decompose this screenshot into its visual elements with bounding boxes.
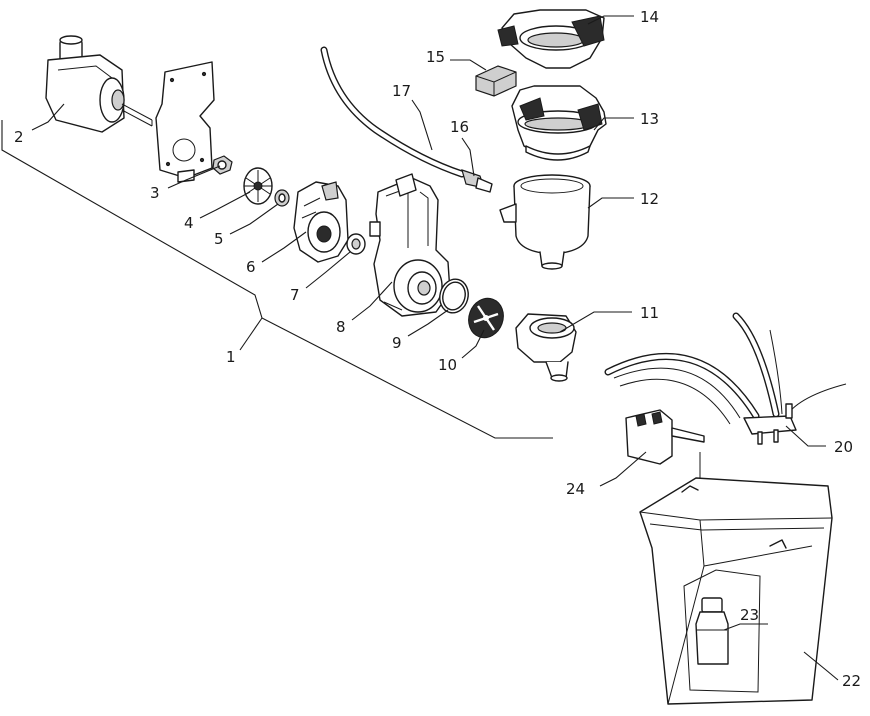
label-14: 14 [640,8,659,26]
part-12-funnel [499,174,591,270]
part-5-bushing [274,189,290,207]
label-16: 16 [450,118,469,136]
part-2-motor [45,35,153,133]
part-8-main-housing [369,173,451,317]
label-4: 4 [184,214,194,232]
part-11-outlet-elbow [515,313,577,382]
part-6-pump-housing [293,181,349,263]
label-24: 24 [566,480,585,498]
part-15-block [475,65,517,97]
mounting-plate [155,61,215,183]
part-22-tank [639,477,833,705]
label-17: 17 [392,82,411,100]
part-13-cup-holder [511,85,607,161]
label-2: 2 [14,128,24,146]
label-8: 8 [336,318,346,336]
label-20: 20 [834,438,853,456]
label-23: 23 [740,606,759,624]
part-23-bottle [695,597,729,665]
label-9: 9 [392,334,402,352]
label-11: 11 [640,304,659,322]
part-17-tube [320,46,466,178]
part-4-impeller [243,167,273,205]
label-12: 12 [640,190,659,208]
callout-labels: 1 2 3 4 5 6 7 8 9 10 11 12 13 14 15 16 1… [14,8,861,690]
part-10-disc [468,297,504,339]
part-20-manifold [604,312,847,445]
label-5: 5 [214,230,224,248]
leader-lines [31,15,839,681]
label-6: 6 [246,258,256,276]
part-16-connector [461,169,493,193]
part-7-washer [346,233,366,255]
label-3: 3 [150,184,160,202]
assembly-1-bracket [1,120,553,439]
part-3-nut [212,155,233,175]
label-22: 22 [842,672,861,690]
label-7: 7 [290,286,300,304]
part-14-top-ring [497,9,605,69]
label-1: 1 [226,348,236,366]
label-15: 15 [426,48,445,66]
part-9-o-ring [439,278,469,314]
label-13: 13 [640,110,659,128]
label-10: 10 [438,356,457,374]
